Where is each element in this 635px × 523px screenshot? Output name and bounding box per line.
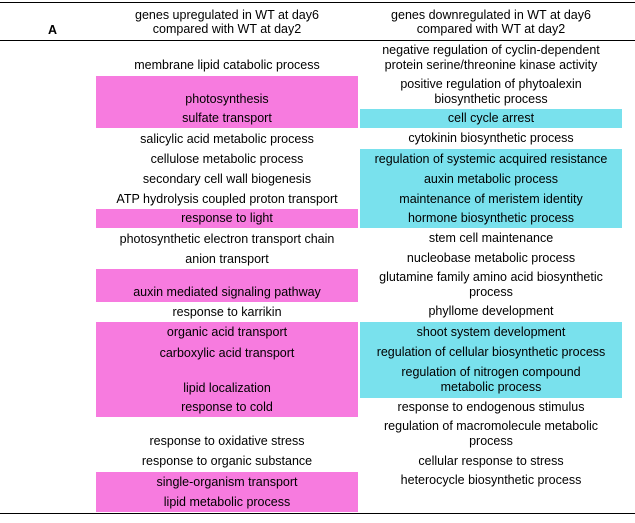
left-term: carboxylic acid transport [96,342,358,364]
left-term: photosynthetic electron transport chain [119,232,335,246]
right-term: regulation of nitrogen compound metaboli… [360,362,622,398]
top-rule [0,2,635,3]
left-term: auxin mediated signaling pathway [96,269,358,302]
right-term: cytokinin biosynthetic process [408,131,574,145]
right-term: stem cell maintenance [428,231,554,245]
right-term: cellular response to stress [418,454,564,468]
right-term: shoot system development [360,322,622,342]
left-term: photosynthesis [96,76,358,109]
right-term: auxin metabolic process [360,169,622,189]
right-term: response to endogenous stimulus [397,399,585,414]
left-term: response to organic substance [141,454,313,468]
right-term: regulation of macromolecule metabolic pr… [384,419,598,448]
left-term: response to oxidative stress [149,434,305,448]
right-term: phyllome development [428,304,554,318]
right-term: nucleobase metabolic process [406,251,576,265]
left-term: response to karrikin [172,305,282,319]
right-term: regulation of cellular biosynthetic proc… [360,342,622,362]
left-term: membrane lipid catabolic process [134,58,320,72]
left-term: lipid localization [96,364,358,398]
bottom-rule [0,513,635,514]
column-header-upregulated: genes upregulated in WT at day6 compared… [135,8,319,36]
right-term: maintenance of meristem identity [360,189,622,209]
left-term: organic acid transport [96,322,358,342]
left-term: lipid metabolic process [96,492,358,512]
right-term: negative regulation of cyclin-dependent … [382,43,600,72]
right-term: positive regulation of phytoalexin biosy… [400,77,582,106]
column-header-downregulated: genes downregulated in WT at day6 compar… [391,8,591,36]
right-term: heterocycle biosynthetic process [400,473,582,487]
left-term: secondary cell wall biogenesis [142,172,312,186]
left-term: salicylic acid metabolic process [140,132,314,146]
left-term: single-organism transport [96,472,358,492]
left-term: sulfate transport [96,109,358,128]
right-term: glutamine family amino acid biosynthetic… [379,270,603,299]
panel-label: A [48,22,58,37]
header-rule [0,40,635,41]
left-term: response to light [96,209,358,228]
right-term: hormone biosynthetic process [360,209,622,228]
left-term: ATP hydrolysis coupled proton transport [116,192,338,206]
left-term: anion transport [185,252,269,266]
right-term: cell cycle arrest [360,109,622,128]
left-term: response to cold [96,398,358,417]
left-term: cellulose metabolic process [150,152,304,166]
right-term: regulation of systemic acquired resistan… [360,149,622,169]
